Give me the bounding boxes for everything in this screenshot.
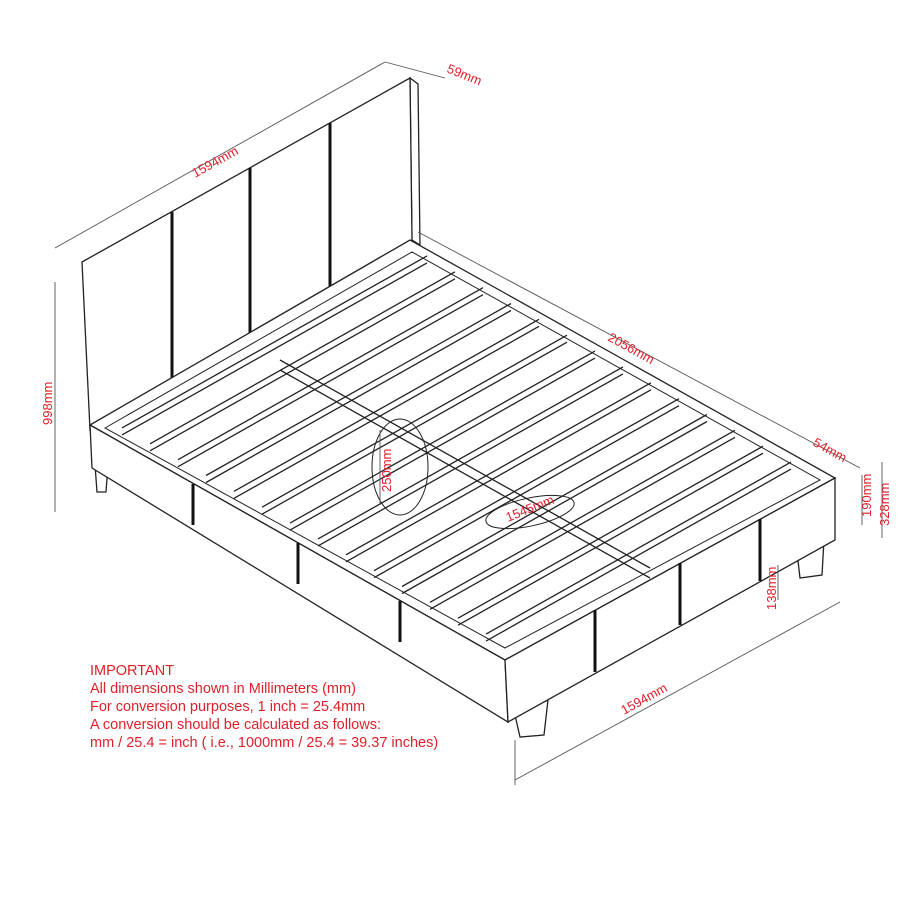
bed-frame [88,239,837,738]
slats [121,255,792,642]
slat [457,452,764,626]
frame-width-label: 1594mm [618,680,670,718]
slat [261,341,568,515]
note-line: All dimensions shown in Millimeters (mm) [90,681,356,697]
slat [485,468,792,642]
slat [401,413,708,588]
slat [373,405,680,579]
slat [457,445,764,619]
slat [373,398,680,572]
headboard-height-label: 998mm [40,382,55,425]
slat [177,294,484,468]
support-height-label: 250mm [379,449,394,492]
slat [429,436,736,610]
headboard [81,76,421,432]
note-line: mm / 25.4 = inch ( i.e., 1000mm / 25.4 =… [90,735,439,751]
support-highlight [371,418,429,516]
slat [401,420,708,595]
note-title: IMPORTANT [90,663,175,679]
center-support [279,359,651,569]
slat [317,373,624,547]
rail-thickness-label: 54mm [811,435,850,466]
dimension-lines [54,61,883,785]
slat [345,389,652,563]
slat [149,271,456,445]
support-length-highlight [485,494,575,530]
leg-height-label: 138mm [764,567,779,610]
slat [261,334,568,508]
slat [317,366,624,540]
slat [233,325,540,499]
rail-height-label: 190mm [859,474,874,517]
important-note: IMPORTANT All dimensions shown in Millim… [90,662,438,752]
headboard-width-label: 1594mm [189,143,241,181]
slat [289,357,596,531]
slat [121,255,428,429]
slat [149,278,456,452]
headboard-thickness-label: 59mm [445,61,484,88]
slat [205,309,512,484]
total-height-label: 328mm [877,483,892,526]
slat [289,350,596,524]
slat [205,302,512,477]
note-line: A conversion should be calculated as fol… [90,717,381,733]
slat [429,429,736,603]
slat [345,382,652,556]
slat [485,461,792,635]
slat [233,318,540,492]
slat [177,287,484,461]
foot-rail [504,476,836,724]
note-line: For conversion purposes, 1 inch = 25.4mm [90,699,366,715]
slat [121,262,428,436]
